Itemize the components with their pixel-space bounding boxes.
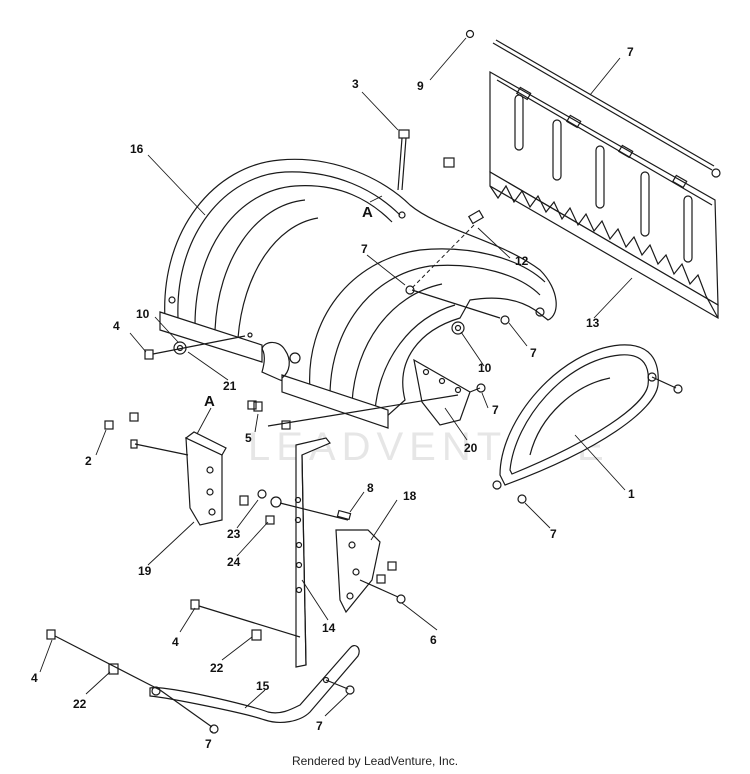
nut-top [443, 157, 455, 168]
callout-13-top: 7 [627, 45, 634, 59]
callout-9: 9 [417, 79, 424, 93]
fastener-set-right [411, 289, 510, 335]
lever-14 [294, 437, 331, 668]
bracket-20 [413, 358, 486, 426]
callout-8: 8 [367, 481, 374, 495]
callout-14: 14 [322, 621, 336, 635]
callout-6: 6 [430, 633, 437, 647]
leader-lines [39, 37, 633, 733]
side-shield [492, 344, 683, 504]
callout-21: 21 [223, 379, 237, 393]
callout-7-right: 7 [530, 346, 537, 360]
view-marker-a-bottom: A [204, 393, 215, 410]
callout-4-bottom: 4 [31, 671, 38, 685]
bolt-5 [253, 394, 459, 430]
callout-7-bottom: 7 [205, 737, 212, 751]
callout-5: 5 [245, 431, 252, 445]
stud-12 [409, 209, 485, 291]
callout-3: 3 [352, 77, 359, 91]
view-marker-a-top: A [362, 204, 373, 221]
base-tube-15 [149, 644, 360, 723]
callout-24: 24 [227, 555, 241, 569]
callout-7-tube: 7 [316, 719, 323, 733]
callout-7-top: 7 [361, 242, 368, 256]
callout-10-left: 10 [136, 307, 150, 321]
fender-shell [159, 158, 557, 429]
callout-4-mid: 4 [172, 635, 179, 649]
callout-4-top: 4 [113, 319, 120, 333]
callout-23: 23 [227, 527, 241, 541]
callout-13-bottom: 13 [586, 316, 600, 330]
callout-7-bracket: 7 [492, 403, 499, 417]
callout-1: 1 [628, 487, 635, 501]
callout-labels: 7 9 3 16 A 7 12 13 10 4 21 10 7 7 1 20 A… [31, 45, 635, 751]
footer-credit: Rendered by LeadVenture, Inc. [291, 754, 459, 768]
lower-bolts [46, 599, 301, 734]
callout-19: 19 [138, 564, 152, 578]
callout-16: 16 [130, 142, 144, 156]
callout-12: 12 [515, 254, 529, 268]
callout-10-right: 10 [478, 361, 492, 375]
spring-pin [257, 489, 352, 525]
callout-15: 15 [256, 679, 270, 693]
rear-grille-panel [465, 29, 721, 320]
callout-2: 2 [85, 454, 92, 468]
bracket-18 [335, 529, 406, 614]
callout-22-bottom: 22 [73, 697, 87, 711]
callout-20: 20 [464, 441, 478, 455]
callout-22-mid: 22 [210, 661, 224, 675]
callout-18: 18 [403, 489, 417, 503]
bracket-19 [104, 400, 257, 526]
callout-7-shield: 7 [550, 527, 557, 541]
fastener-set-left [144, 332, 253, 360]
bolt-3 [397, 129, 410, 191]
